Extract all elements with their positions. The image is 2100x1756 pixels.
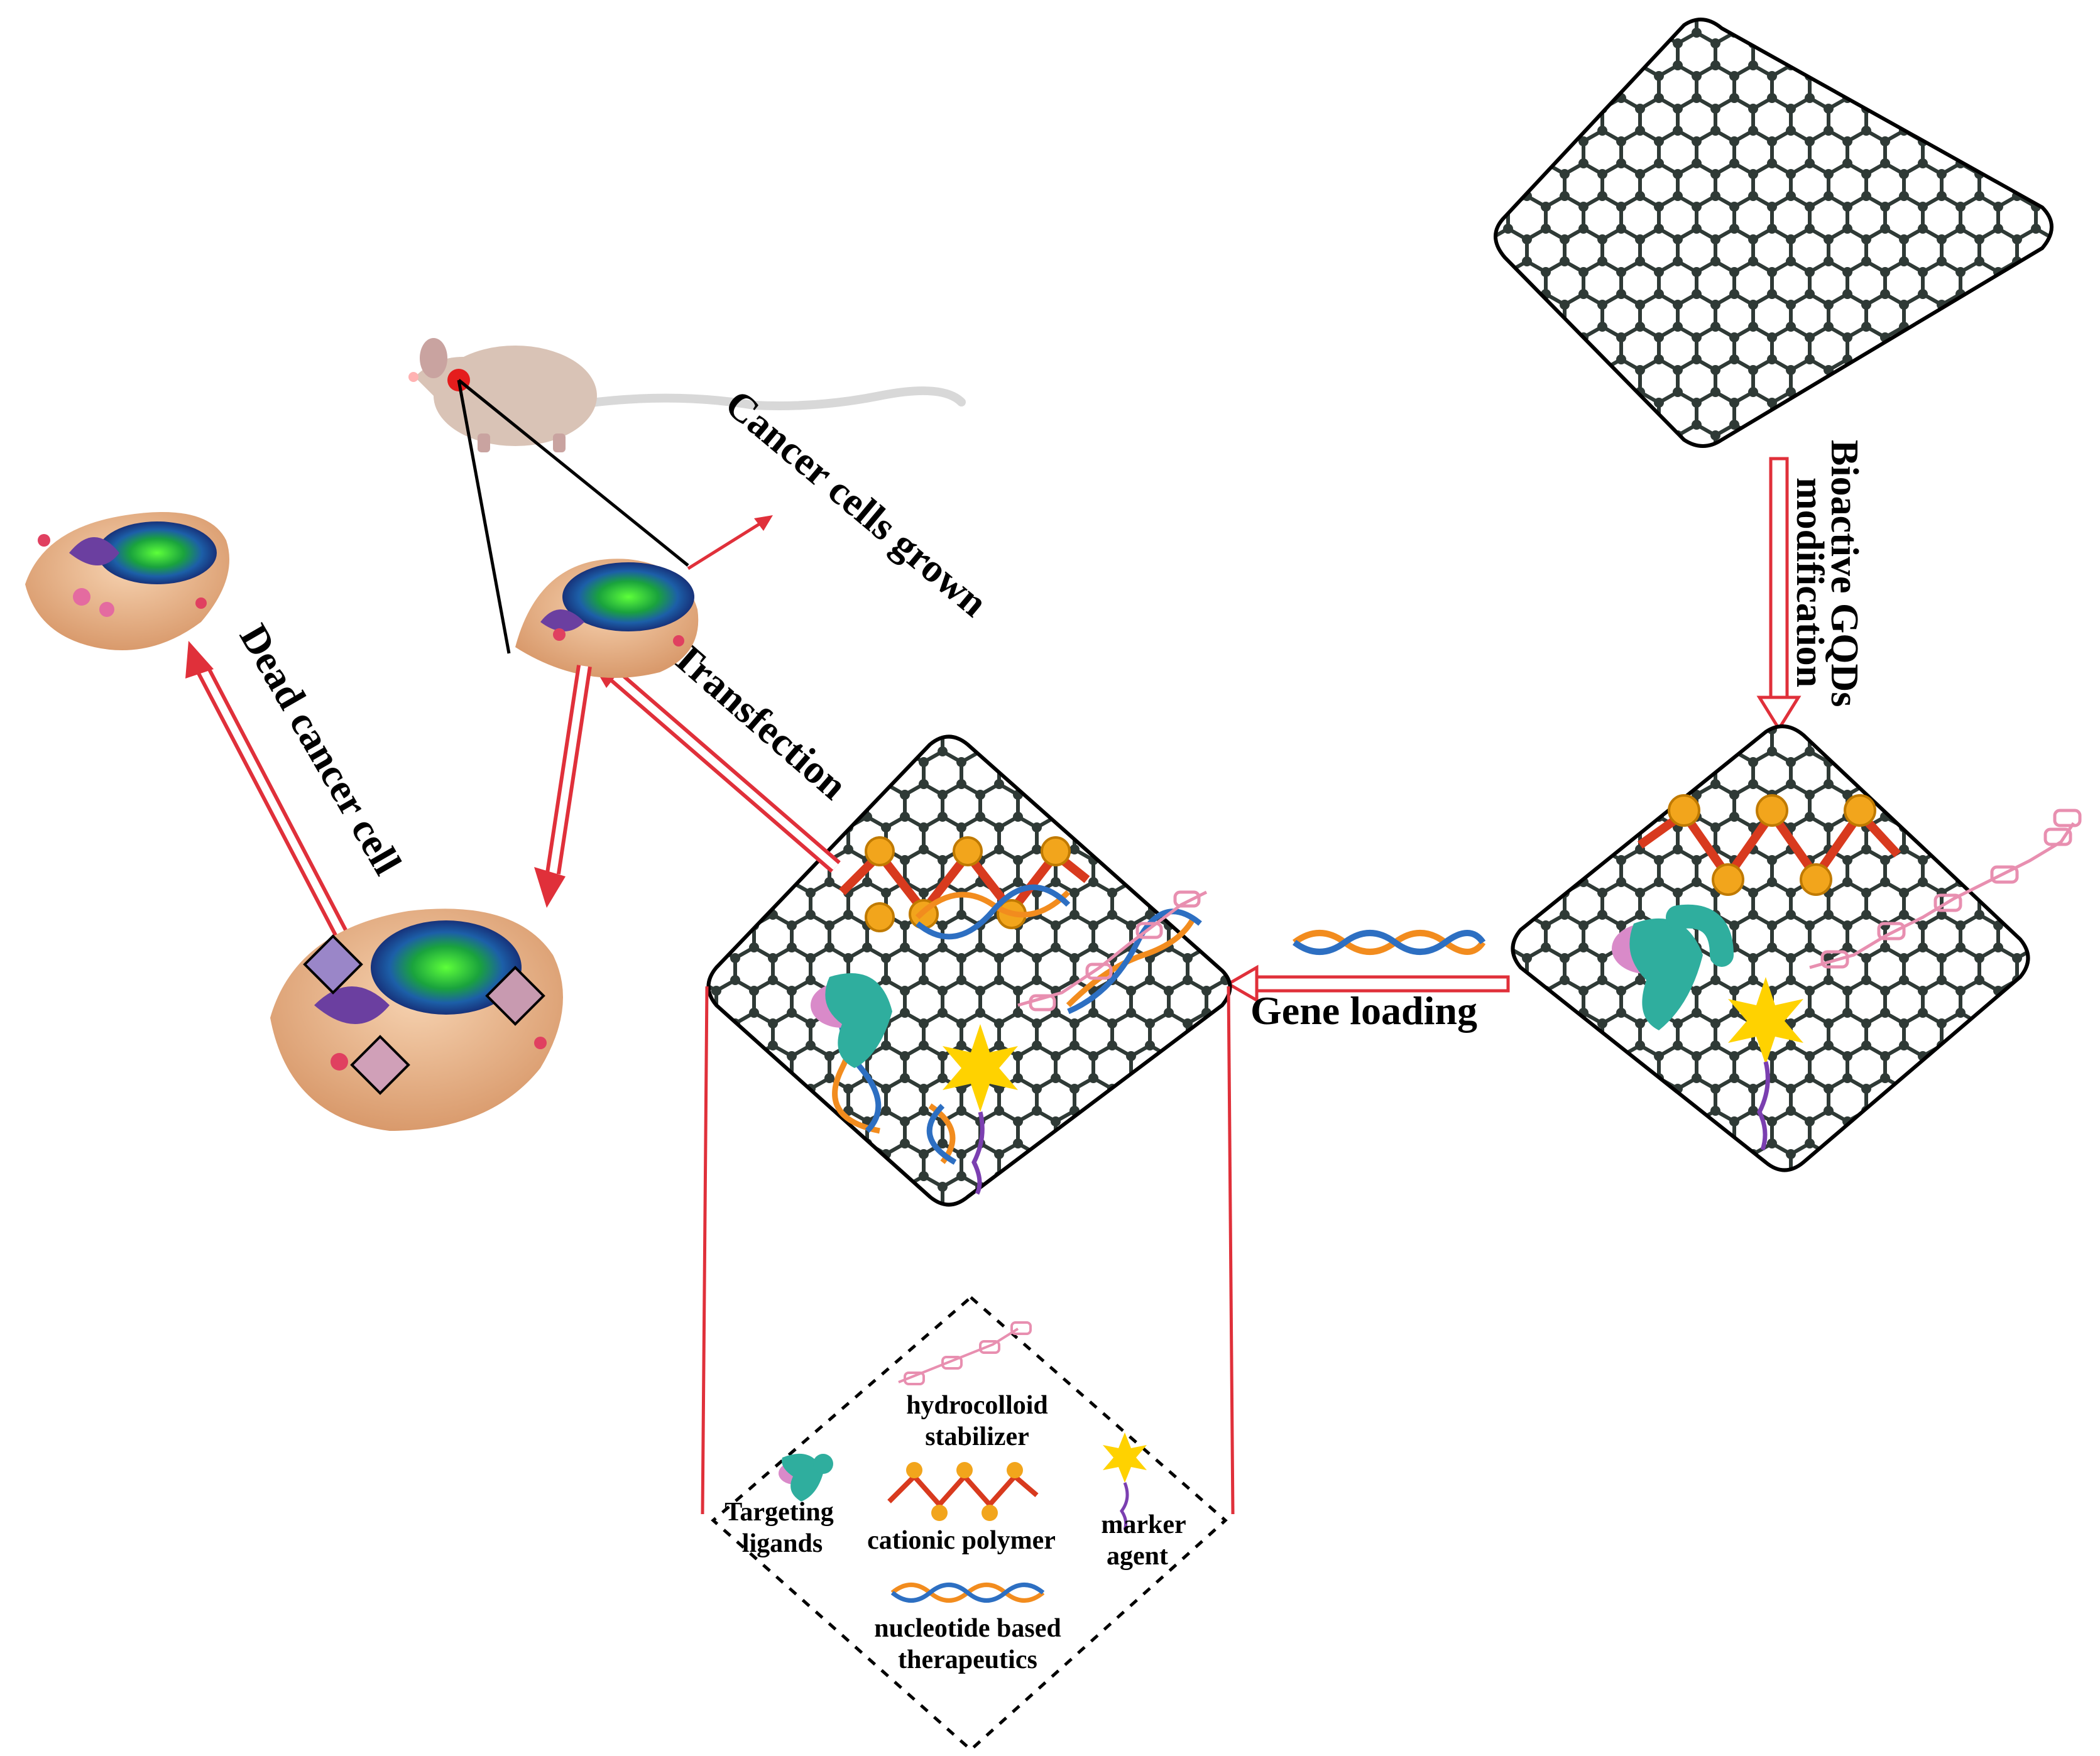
- legend-cationic-label: cationic polymer: [867, 1526, 1056, 1555]
- loaded-dna-strands: [832, 884, 1202, 1165]
- internalized-gqd-particles: [303, 934, 545, 1095]
- magnification-lines: [457, 379, 689, 654]
- legend-cationic-icon: [887, 1462, 1039, 1521]
- dead-cancer-cell: [25, 512, 229, 650]
- legend-hydrocolloid-line2: stabilizer: [925, 1422, 1029, 1451]
- legend-targeting-line2: ligands: [742, 1529, 823, 1558]
- legend-diamond: hydrocolloid stabilizer Targeting ligand…: [711, 1295, 1228, 1752]
- plain-gqd-diamond: [1494, 18, 2054, 448]
- dead-cell-arrow: [185, 641, 349, 940]
- legend-connector-lines: [701, 986, 1235, 1515]
- legend-targeting-line1: Targeting: [725, 1498, 833, 1527]
- targeting-ligand: [1612, 904, 1734, 1030]
- legend-hydrocolloid-line1: hydrocolloid: [906, 1391, 1048, 1420]
- loaded-targeting-ligand: [811, 973, 892, 1068]
- gene-loaded-gqd-diamond: [706, 734, 1232, 1207]
- loaded-hydrocolloid-chain: [1017, 890, 1208, 1012]
- loaded-marker-agent: [943, 1024, 1018, 1195]
- loaded-charge-beads: [865, 836, 1071, 932]
- bioactive-label-line2: modification: [1788, 477, 1831, 687]
- legend-nucleotide-icon: [890, 1583, 1045, 1603]
- hydrocolloid-stabilizer-chain: [1809, 809, 2082, 969]
- dead-cancer-cell-label: Dead cancer cell: [231, 617, 410, 882]
- bioactive-label-line1: Bioactive GQDs: [1823, 440, 1866, 707]
- legend-nucleotide-line1: nucleotide based: [874, 1614, 1061, 1643]
- mouse-illustration: [408, 338, 966, 452]
- legend-marker-icon: [1103, 1432, 1147, 1530]
- bioactive-modification-arrow: [1756, 457, 1802, 732]
- legend-hydrocolloid-icon: [898, 1321, 1032, 1385]
- gene-loading-label: Gene loading: [1250, 988, 1477, 1033]
- transfection-label: Transfection: [664, 633, 856, 808]
- growing-cancer-cell: [515, 559, 699, 678]
- positive-charge-beads: [1668, 794, 1876, 896]
- modified-gqd-diamond: [1511, 724, 2030, 1172]
- legend-marker-line2: agent: [1107, 1542, 1168, 1571]
- gene-loading-arrow: [1225, 964, 1510, 1003]
- legend-targeting-icon: [779, 1453, 833, 1502]
- treatment-arrow: [534, 665, 592, 908]
- legend-nucleotide-line2: therapeutics: [898, 1645, 1037, 1674]
- cancer-cells-grown-label: Cancer cells grown: [717, 381, 996, 625]
- legend-marker-line1: marker: [1101, 1510, 1186, 1539]
- dna-helix-icon: [1293, 930, 1486, 955]
- cancer-cells-grown-arrow: [687, 515, 773, 570]
- marker-agent-star: [1728, 977, 1803, 1151]
- treated-cancer-cell: [270, 908, 563, 1131]
